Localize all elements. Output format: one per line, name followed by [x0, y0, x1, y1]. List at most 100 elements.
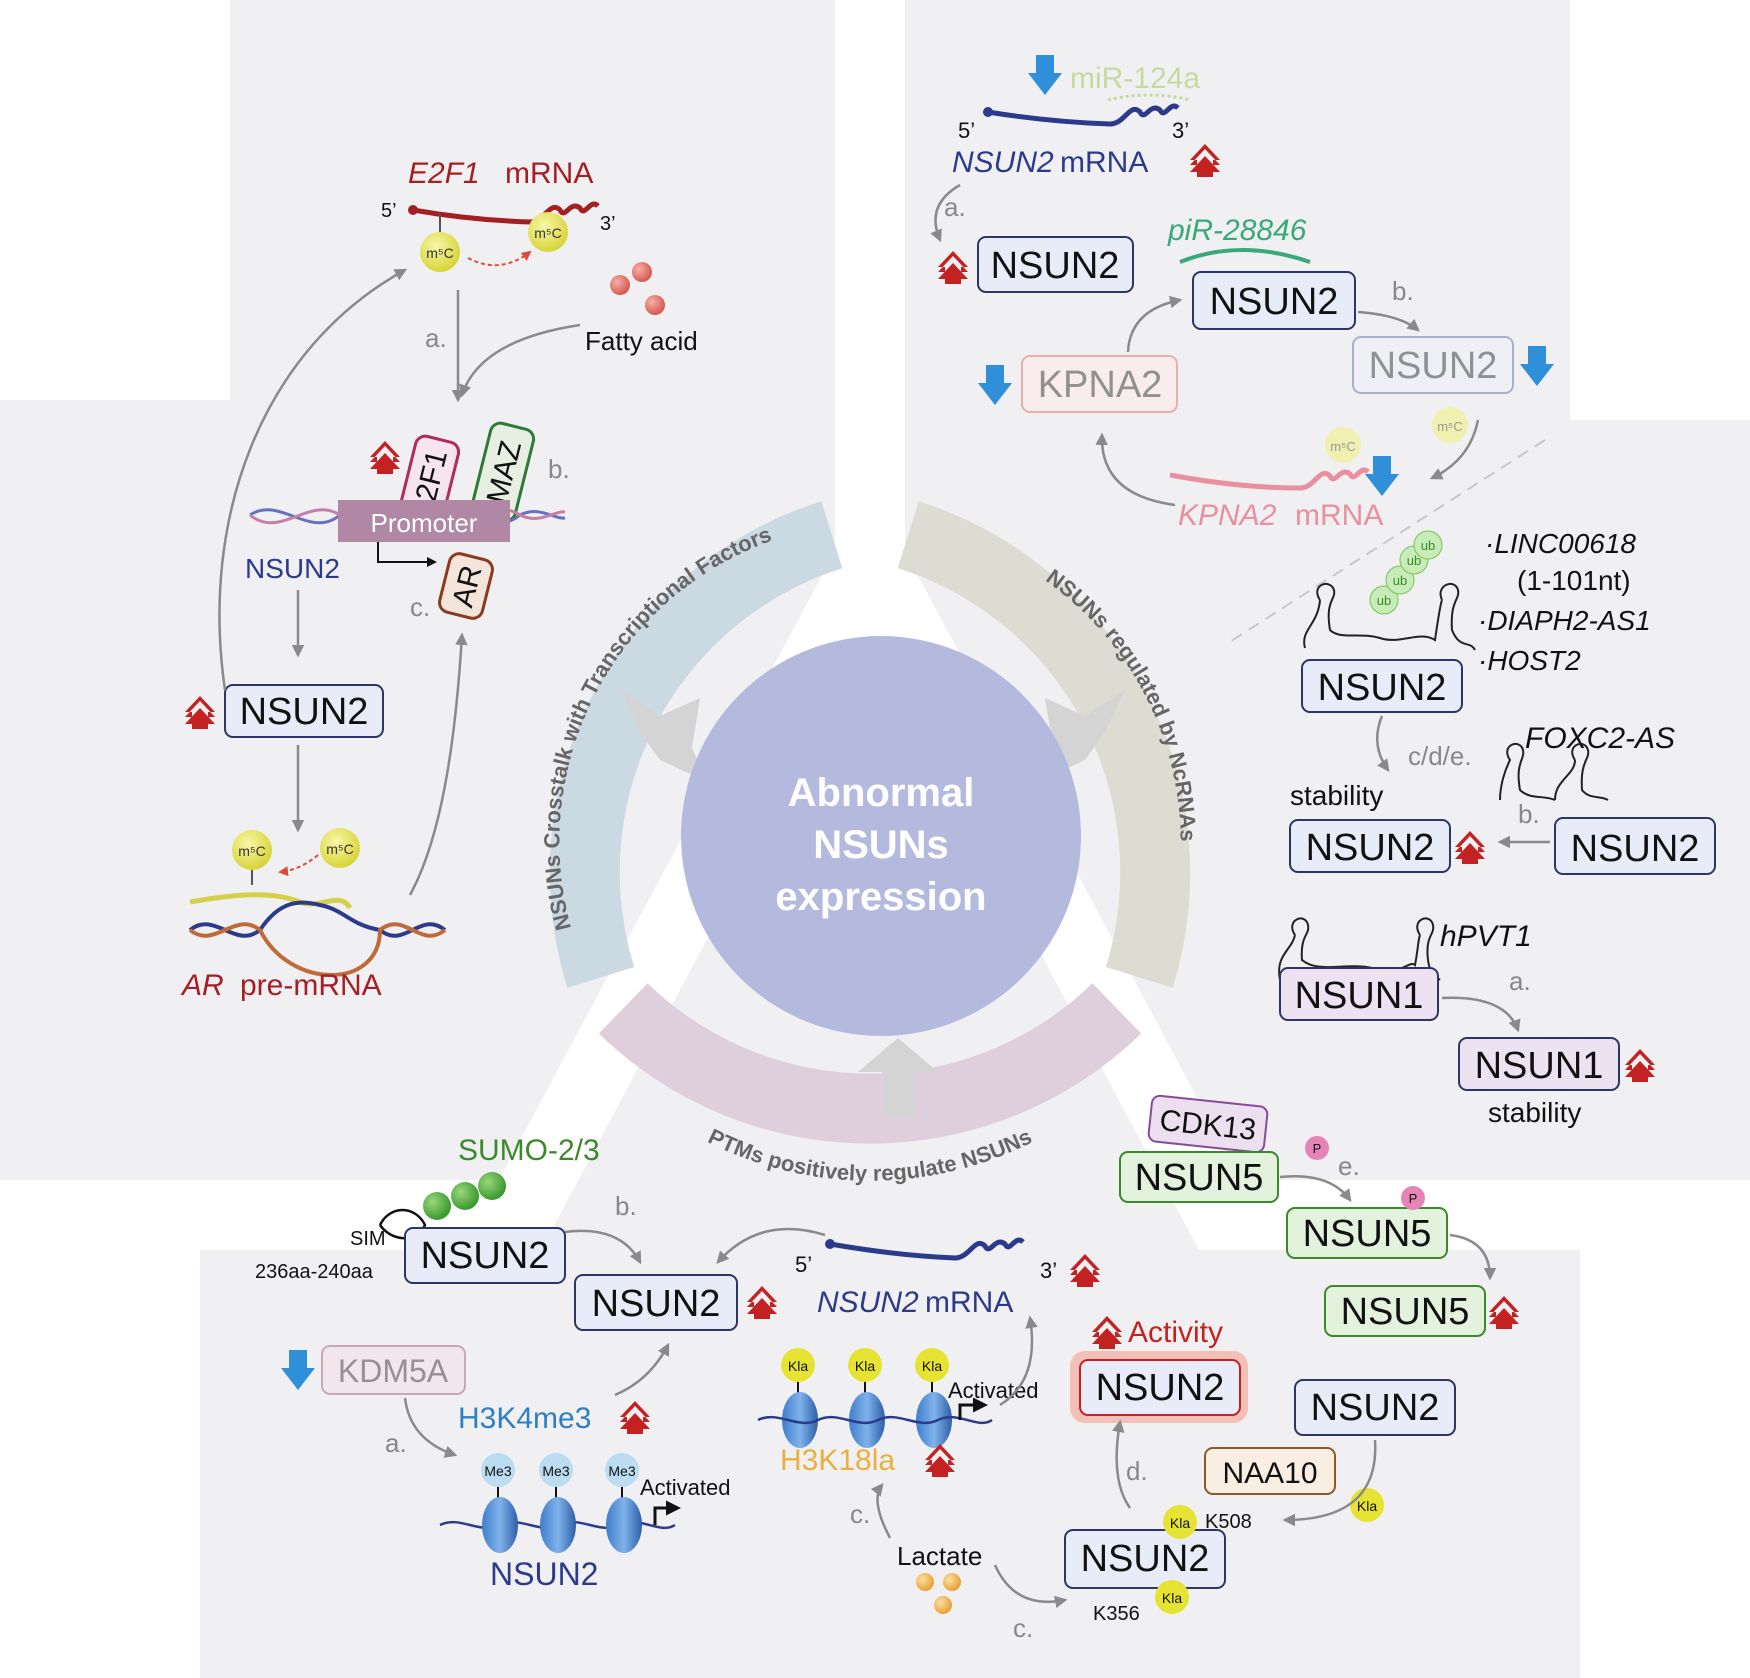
ar-pre-mrna-italic: AR	[180, 969, 224, 1002]
ub-ball-1	[1369, 585, 1399, 615]
step-c-left: c.	[410, 592, 430, 622]
nsun2-a-box	[977, 236, 1134, 293]
ar-pre-mrna-label: pre-mRNA	[240, 969, 382, 1002]
nsun2-mrna-strand-top	[987, 103, 1180, 127]
nsun2-ub-box	[1301, 659, 1463, 713]
nsun2-ub-label: NSUN2	[1318, 667, 1447, 709]
right-panel-bg	[905, 0, 1750, 1210]
nsun2-center-box	[1192, 271, 1356, 330]
m5c-text-right-1: m⁵C	[1437, 419, 1463, 434]
bottom-panel: SUMO-2/3 SIM 236aa-240aa NSUN2 b. NSUN2 …	[255, 1094, 1519, 1643]
dashed-divider	[1224, 439, 1546, 646]
nsun2-lac-box	[1064, 1529, 1226, 1589]
kla-text-naa10: Kla	[1357, 1498, 1377, 1514]
m5c-ball-1	[420, 232, 460, 272]
kla-ball-k356	[1155, 1580, 1189, 1614]
nsun2-mrna-italic: NSUN2	[952, 146, 1054, 179]
cdk13-box: CDK13	[1147, 1094, 1269, 1154]
naa10-box	[1204, 1447, 1336, 1495]
arrow-mrna-to-nsun2	[930, 183, 961, 243]
five-prime-bottom: 5’	[795, 1252, 812, 1277]
arrow-naa10-to-nsun2	[1282, 1439, 1377, 1527]
m5c-ball-right-1	[1432, 407, 1468, 443]
lnc-linc00618-sub: (1-101nt)	[1517, 565, 1631, 596]
p-text-2: P	[1409, 1191, 1418, 1206]
arrow-h3k4me3-to-nsun2	[614, 1342, 670, 1397]
tss-arrow-h3k18	[958, 1397, 988, 1420]
kdm5a-box	[321, 1345, 466, 1395]
arrow-lactate-to-h3k18	[870, 1483, 892, 1539]
arrow-sumo-to-nsun2	[564, 1229, 642, 1265]
tss-arrow	[377, 542, 437, 567]
m5c-ball-right-2	[1325, 427, 1361, 463]
corner-mask-tr	[1570, 0, 1750, 420]
arrow-lactate-to-nsun2	[993, 1564, 1068, 1609]
arrow-lac-to-activity	[1112, 1419, 1132, 1509]
svg-text:Me3: Me3	[608, 1463, 635, 1479]
arrow-h3k18la-to-mrna	[999, 1315, 1038, 1407]
lncrna-strand-foxc2	[1499, 742, 1609, 801]
lnc-host2: ·HOST2	[1478, 645, 1581, 676]
nsun2-main-box	[574, 1274, 738, 1331]
nucleosome-me3-3: Me3	[605, 1453, 642, 1553]
k508-label: K508	[1205, 1511, 1252, 1533]
nsun5-c-box	[1324, 1285, 1486, 1337]
nsun2-stab-box	[1289, 819, 1451, 873]
nsun2-faded-label: NSUN2	[1369, 345, 1498, 387]
lnc-linc00618: ·LINC00618	[1485, 528, 1636, 559]
step-b-left: b.	[548, 454, 570, 484]
ub-text-2: ub	[1393, 573, 1407, 588]
ub-text-1: ub	[1377, 593, 1391, 608]
pointer-arrow-bottom	[858, 1038, 938, 1118]
sim-range-label: 236aa-240aa	[255, 1261, 374, 1283]
tss-arrow-h3k4	[653, 1500, 681, 1525]
corner-mask-bl	[0, 1215, 200, 1678]
step-c-bottom-2: c.	[1013, 1613, 1033, 1643]
center-circle	[681, 636, 1081, 1036]
svg-text:Kla: Kla	[922, 1358, 942, 1374]
nsun1-up-box	[1458, 1037, 1620, 1091]
kla-text-k508: Kla	[1170, 1515, 1190, 1531]
five-prime-label: 5’	[381, 200, 397, 222]
nsun2-lac-label: NSUN2	[1081, 1538, 1210, 1580]
nsun2-naa10-box	[1294, 1379, 1456, 1436]
nucleosome-kla-1: Kla	[781, 1348, 818, 1448]
ring-segment-bottom	[598, 983, 1142, 1144]
arrow-nsun1	[1441, 996, 1521, 1033]
kla-ball-k508	[1163, 1505, 1197, 1539]
nsun2-faded-box	[1352, 336, 1514, 394]
svg-text:Me3: Me3	[484, 1463, 511, 1479]
lactate-ball-2	[943, 1573, 961, 1591]
kla-text-k356: Kla	[1162, 1590, 1182, 1606]
step-b-right-mid: b.	[1518, 799, 1540, 829]
activated-label-1: Activated	[640, 1475, 731, 1500]
arrow-nsun5-b-to-c	[1449, 1233, 1497, 1281]
sumo-label: SUMO-2/3	[458, 1134, 600, 1167]
sim-label: SIM	[350, 1228, 386, 1250]
nsun1-label: NSUN1	[1295, 975, 1424, 1017]
activity-label: Activity	[1128, 1316, 1223, 1349]
m5c-ball-ar-2	[320, 828, 360, 868]
step-c-bottom-1: c.	[850, 1499, 870, 1529]
arrow-kpna2-mrna-to-kpna2	[1095, 432, 1176, 507]
five-prime-nsun2: 5’	[958, 118, 975, 143]
dna-line-h3k18	[757, 1415, 993, 1425]
m5c-ball-2	[528, 212, 568, 252]
nsun2-stab-label: NSUN2	[1306, 827, 1435, 869]
arrow-kpna2-to-nsun2	[1126, 295, 1183, 353]
right-mid-panel: ·LINC00618 (1-101nt) ·DIAPH2-AS1 ·HOST2 …	[1278, 528, 1716, 1128]
ar-dna-strand-2	[188, 922, 447, 977]
foxc2-label: FOXC2-AS	[1525, 722, 1675, 755]
promoter-box	[338, 500, 510, 542]
nsun2-main-label: NSUN2	[592, 1283, 721, 1325]
fatty-acid-ball-2	[632, 262, 652, 282]
nsun2-center-label: NSUN2	[1210, 281, 1339, 323]
kpna2-label: KPNA2	[1038, 364, 1163, 406]
ub-ball-4	[1413, 530, 1443, 560]
nsun5-b-label: NSUN5	[1303, 1213, 1432, 1255]
nsun2-protein-left-box	[224, 684, 384, 738]
activated-label-2: Activated	[948, 1378, 1039, 1403]
hpvt1-label: hPVT1	[1440, 920, 1532, 953]
arrow-protein-to-mrna	[218, 268, 408, 691]
